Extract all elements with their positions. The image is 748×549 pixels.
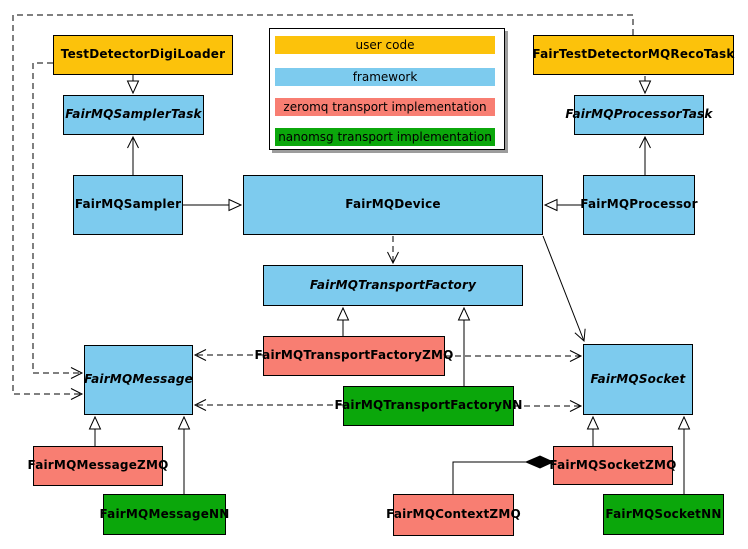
edge-digiloader-depends-message (32, 62, 84, 379)
node-fairmqmessagenn: FairMQMessageNN (99, 494, 229, 535)
node-fairmqprocessortask: FairMQProcessorTask (565, 95, 712, 135)
node-fairmqmessagezmq: FairMQMessageZMQ (28, 446, 168, 486)
legend-item-framework: framework (275, 68, 495, 86)
legend-item-nanomsg: nanomsg transport implementation (275, 128, 495, 146)
node-fairmqsocket: FairMQSocket (583, 344, 693, 415)
legend: user code framework zeromq transport imp… (269, 28, 505, 150)
node-fairmqsamplertask: FairMQSamplerTask (63, 95, 204, 135)
legend-item-zeromq: zeromq transport implementation (275, 98, 495, 116)
node-fairmqdevice: FairMQDevice (243, 175, 543, 235)
legend-item-user-code: user code (275, 36, 495, 54)
node-fairtestdetectormqrecotask: FairTestDetectorMQRecoTask (532, 35, 734, 75)
node-fairmqsocketnn: FairMQSocketNN (603, 494, 724, 535)
composition-diamond-icon (524, 455, 555, 469)
edge-recotask-depends-message (12, 14, 634, 400)
node-fairmqmessage: FairMQMessage (84, 345, 193, 415)
node-fairmqcontextzmq: FairMQContextZMQ (386, 494, 521, 536)
node-testdetectordigiloader: TestDetectorDigiLoader (53, 35, 233, 75)
node-fairmqsocketzmq: FairMQSocketZMQ (549, 446, 676, 485)
node-fairmqtransportfactoryzmq: FairMQTransportFactoryZMQ (254, 336, 453, 376)
node-fairmqsampler: FairMQSampler (73, 175, 183, 235)
edge-device-uses-socket (542, 235, 586, 343)
node-fairmqtransportfactorynn: FairMQTransportFactoryNN (334, 386, 522, 426)
node-fairmqtransportfactory: FairMQTransportFactory (263, 265, 523, 306)
edge-socketzmq-composes-contextzmq (452, 461, 526, 494)
node-fairmqprocessor: FairMQProcessor (580, 175, 698, 235)
